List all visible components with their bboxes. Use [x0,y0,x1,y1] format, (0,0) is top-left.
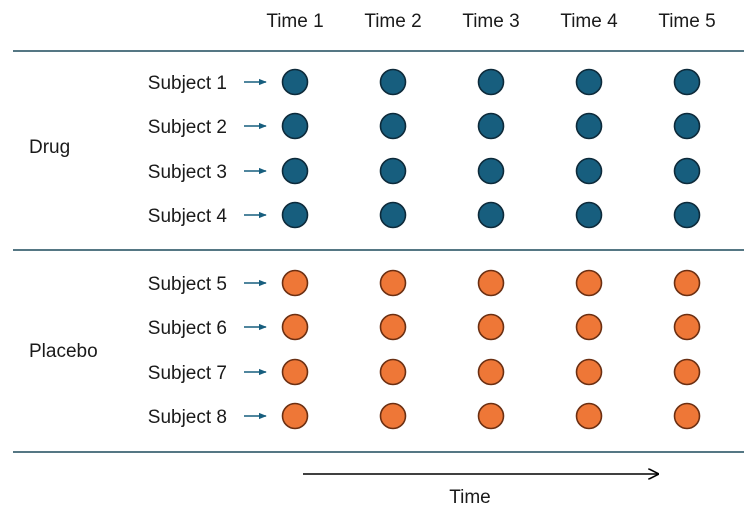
subject-row: Subject 1 [148,68,701,96]
measurement-dot [379,68,407,96]
subject-label: Subject 2 [148,117,227,138]
measurement-dot [477,358,505,386]
dividers [13,50,744,453]
subject-row: Subject 8 [148,402,701,430]
time-header-label: Time 4 [560,11,618,32]
measurement-dot [379,358,407,386]
measurement-dot [673,68,701,96]
measurement-dot [477,157,505,185]
time-axis: Time [303,474,658,508]
subject-row: Subject 4 [148,201,701,229]
subject-row: Subject 5 [148,269,701,297]
measurement-dot [281,402,309,430]
subject-label: Subject 3 [148,162,227,183]
measurement-dot [673,157,701,185]
subject-rows: Subject 1 Subject 2 Subject 3 Subject 4 Subj… [148,68,701,430]
time-axis-label: Time [449,487,491,508]
measurement-dot [575,402,603,430]
subject-row: Subject 6 [148,313,701,341]
measurement-dot [379,157,407,185]
measurement-dot [673,313,701,341]
subject-label: Subject 8 [148,407,227,428]
measurement-dot [673,269,701,297]
group-label: Placebo [29,341,98,362]
measurement-dot [281,313,309,341]
measurement-dot [477,68,505,96]
measurement-dot [673,201,701,229]
measurement-dot [379,201,407,229]
measurement-dot [477,269,505,297]
measurement-dot [477,402,505,430]
time-header-label: Time 2 [364,11,421,32]
subject-row: Subject 7 [148,358,701,386]
measurement-dot [379,313,407,341]
subject-row: Subject 3 [148,157,701,185]
measurement-dot [379,269,407,297]
measurement-dot [575,201,603,229]
measurement-dot [281,68,309,96]
subject-label: Subject 1 [148,73,227,94]
subject-label: Subject 4 [148,206,228,227]
measurement-dot [673,358,701,386]
measurement-dot [379,112,407,140]
time-header-label: Time 5 [658,11,715,32]
subject-row: Subject 2 [148,112,701,140]
measurement-dot [281,358,309,386]
measurement-dot [575,313,603,341]
measurement-dot [575,358,603,386]
measurement-dot [379,402,407,430]
measurement-dot [281,269,309,297]
measurement-dot [673,112,701,140]
measurement-dot [575,68,603,96]
group-label: Drug [29,137,70,158]
measurement-dot [477,112,505,140]
measurement-dot [477,313,505,341]
time-header-label: Time 3 [462,11,519,32]
measurement-dot [575,112,603,140]
measurement-dot [281,201,309,229]
time-header-label: Time 1 [266,11,323,32]
measurement-dot [281,112,309,140]
measurement-dot [673,402,701,430]
measurement-dot [575,157,603,185]
subject-label: Subject 5 [148,274,227,295]
measurement-dot [575,269,603,297]
time-header: Time 1 Time 2 Time 3 Time 4 Time 5 [266,11,715,32]
measurement-dot [281,157,309,185]
measurement-dot [477,201,505,229]
subject-label: Subject 7 [148,363,227,384]
subject-label: Subject 6 [148,318,227,339]
